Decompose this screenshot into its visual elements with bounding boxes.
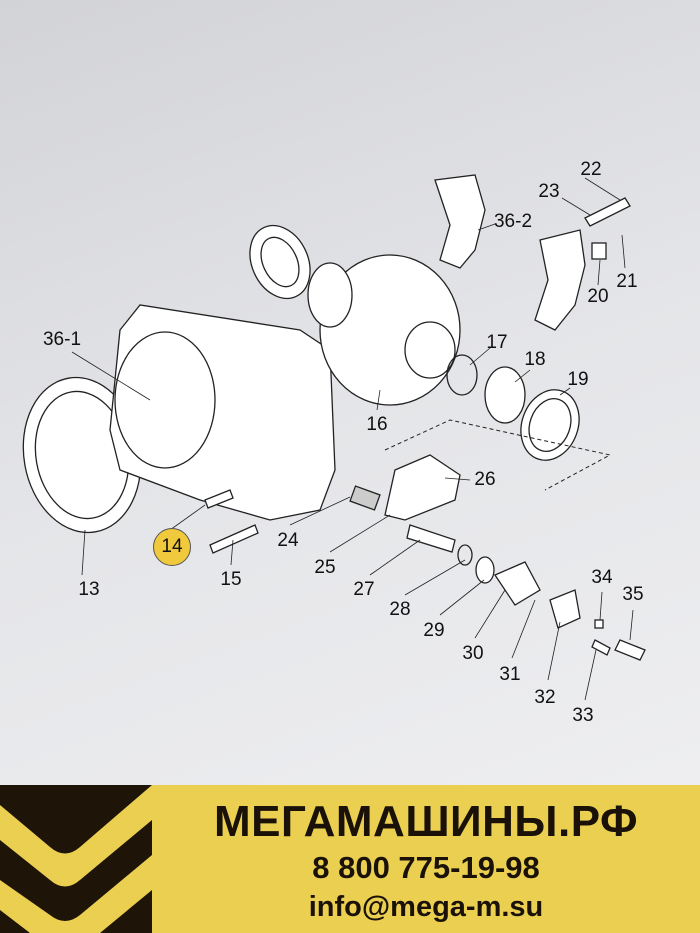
callout-27[interactable]: 27 (353, 579, 375, 600)
callout-23[interactable]: 23 (538, 181, 560, 202)
callout-31[interactable]: 31 (499, 664, 521, 685)
callout-36-1[interactable]: 36-1 (42, 329, 82, 350)
company-banner: МЕГАМАШИНЫ.РФ 8 800 775-19-98 info@mega-… (0, 785, 700, 933)
parts-diagram: 36-1 13 14 15 16 17 18 19 20 21 22 23 24… (22, 159, 646, 726)
callout-30[interactable]: 30 (462, 643, 484, 664)
bearing-cap-part (534, 229, 586, 331)
bearing-cap-part (434, 174, 486, 269)
callout-14-label: 14 (161, 536, 183, 557)
callout-22[interactable]: 22 (580, 159, 602, 180)
callout-14-highlighted[interactable]: 14 (153, 528, 191, 566)
bearing-part (484, 366, 526, 424)
callout-35[interactable]: 35 (622, 584, 644, 605)
callout-18[interactable]: 18 (524, 349, 546, 370)
shift-fork-part (384, 454, 461, 521)
bolt-part (584, 197, 631, 227)
callout-33[interactable]: 33 (572, 705, 594, 726)
callout-16[interactable]: 16 (366, 414, 388, 435)
callout-24[interactable]: 24 (277, 530, 299, 551)
callout-32[interactable]: 32 (534, 687, 556, 708)
callout-21[interactable]: 21 (616, 271, 638, 292)
housing-part (109, 304, 336, 521)
exploded-view-drawing (22, 174, 646, 701)
callout-26[interactable]: 26 (474, 469, 496, 490)
callout-19[interactable]: 19 (567, 369, 589, 390)
callout-20[interactable]: 20 (587, 286, 609, 307)
callout-25[interactable]: 25 (314, 557, 336, 578)
phone-number[interactable]: 8 800 775-19-98 (312, 850, 540, 885)
email-address[interactable]: info@mega-m.su (308, 891, 544, 923)
callout-34[interactable]: 34 (591, 567, 613, 588)
company-logo (0, 785, 152, 933)
callout-36-2[interactable]: 36-2 (493, 211, 533, 232)
callout-15[interactable]: 15 (220, 569, 242, 590)
brand-name: МЕГАМАШИНЫ.РФ (213, 797, 639, 846)
callout-17[interactable]: 17 (486, 332, 508, 353)
callout-13[interactable]: 13 (78, 579, 100, 600)
callout-29[interactable]: 29 (423, 620, 445, 641)
callout-28[interactable]: 28 (389, 599, 411, 620)
